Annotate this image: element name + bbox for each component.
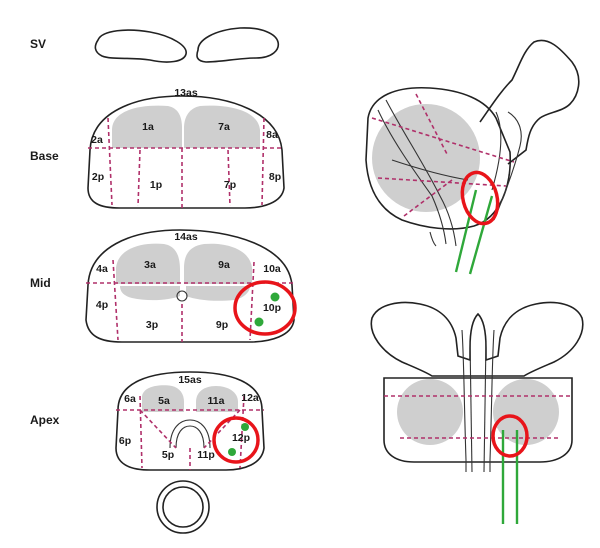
zone-label: 12p (232, 432, 250, 444)
level-label-base: Base (30, 149, 59, 163)
zone-label: 6p (119, 435, 131, 447)
zone-label: 3p (146, 319, 158, 331)
zone-label: 14as (174, 231, 198, 243)
biopsy-needle (454, 189, 478, 273)
apex-target-marker (212, 416, 260, 464)
zone-label: 2a (91, 134, 103, 146)
zone-label: 9p (216, 319, 228, 331)
biopsy-core-dot (254, 317, 264, 327)
zone-label: 7p (224, 179, 236, 191)
apex-zone-labels: 15as 5a 11a 6a 12a 6p 5p 11p 12p (119, 374, 259, 461)
zone-label: 12a (241, 392, 259, 404)
zone-label: 7a (218, 121, 230, 133)
level-label-mid: Mid (30, 276, 51, 290)
zone-label: 5p (162, 449, 174, 461)
zone-label: 11a (208, 395, 225, 407)
zone-label: 9a (218, 259, 230, 271)
zone-label: 11p (197, 449, 215, 461)
urethra-ring (156, 480, 210, 534)
zone-label: 10a (263, 263, 281, 275)
zone-label: 6a (124, 393, 136, 405)
zone-label: 8p (269, 171, 281, 183)
mid-target-marker (233, 280, 297, 336)
zone-label: 1p (150, 179, 162, 191)
apex-section (115, 371, 265, 471)
zone-label: 10p (263, 302, 281, 314)
coronal-target-marker (491, 414, 529, 524)
zone-label: 3a (144, 259, 156, 271)
sagittal-target-marker (454, 170, 500, 275)
biopsy-core-dot (270, 292, 280, 302)
biopsy-core-dot (241, 423, 249, 431)
zone-label: 1a (142, 121, 154, 133)
biopsy-needle (468, 195, 494, 275)
base-section (87, 95, 285, 209)
coronal-view (370, 301, 584, 473)
seminal-vesicles (94, 27, 280, 63)
level-label-apex: Apex (30, 413, 60, 427)
target-ring (460, 170, 500, 226)
target-ring (233, 280, 297, 336)
zone-label: 4p (96, 299, 108, 311)
sagittal-view (365, 39, 580, 247)
mid-section (85, 229, 295, 343)
target-ring (212, 416, 260, 464)
mid-zone-labels: 14as 3a 9a 4a 10a 4p 3p 9p 10p (96, 231, 281, 331)
target-ring (491, 414, 529, 458)
zone-label: 2p (92, 171, 104, 183)
base-zone-labels: 13as 1a 7a 2a 8a 2p 1p 7p 8p (91, 87, 281, 191)
zone-label: 4a (96, 263, 108, 275)
zone-label: 13as (174, 87, 198, 99)
biopsy-core-dot (228, 448, 236, 456)
zone-label: 8a (266, 129, 278, 141)
level-label-sv: SV (30, 37, 46, 51)
zone-label: 5a (158, 395, 170, 407)
zone-label: 15as (178, 374, 202, 386)
